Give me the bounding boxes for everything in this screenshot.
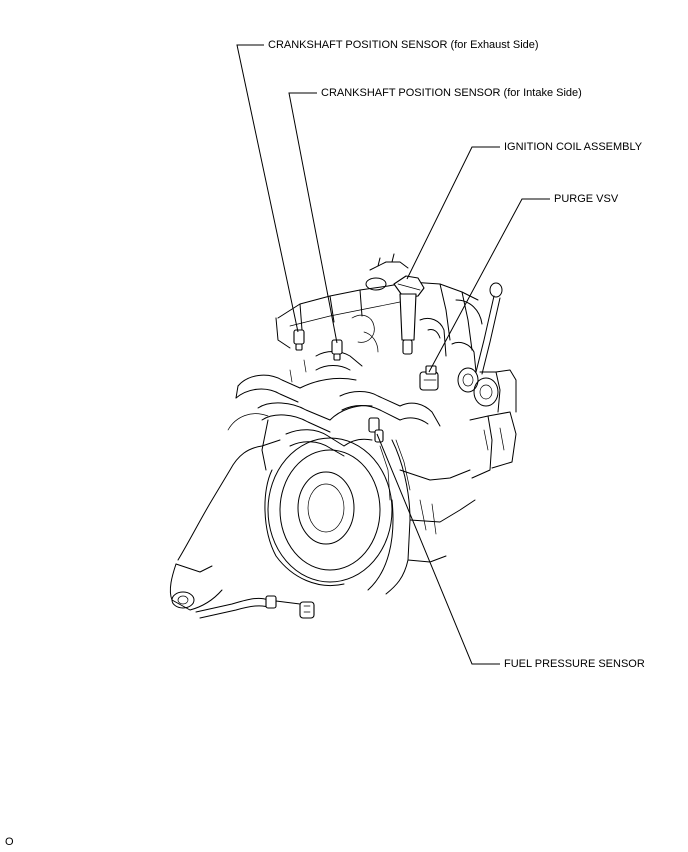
ignition-coil-part — [393, 275, 425, 355]
fuel-pressure-sensor-part — [368, 417, 384, 443]
figure-id: O — [5, 836, 14, 848]
leader-ignition-coil — [406, 146, 500, 280]
leader-lines — [236, 44, 550, 665]
label-fuel-pressure-sensor: FUEL PRESSURE SENSOR — [504, 658, 645, 670]
crank-sensor-exhaust-part — [293, 329, 305, 351]
label-crankshaft-sensor-intake: CRANKSHAFT POSITION SENSOR (for Intake S… — [321, 87, 582, 99]
leader-fuel-pressure — [376, 433, 500, 665]
purge-vsv-part — [419, 365, 439, 391]
leader-crank-exhaust — [236, 44, 299, 333]
label-crankshaft-sensor-exhaust: CRANKSHAFT POSITION SENSOR (for Exhaust … — [268, 39, 539, 51]
crank-sensor-intake-part — [331, 339, 343, 361]
engine-illustration — [169, 253, 517, 619]
label-purge-vsv: PURGE VSV — [554, 193, 619, 205]
label-ignition-coil-assembly: IGNITION COIL ASSEMBLY — [504, 141, 643, 153]
leader-purge-vsv — [428, 198, 550, 373]
leader-crank-intake — [288, 92, 338, 344]
